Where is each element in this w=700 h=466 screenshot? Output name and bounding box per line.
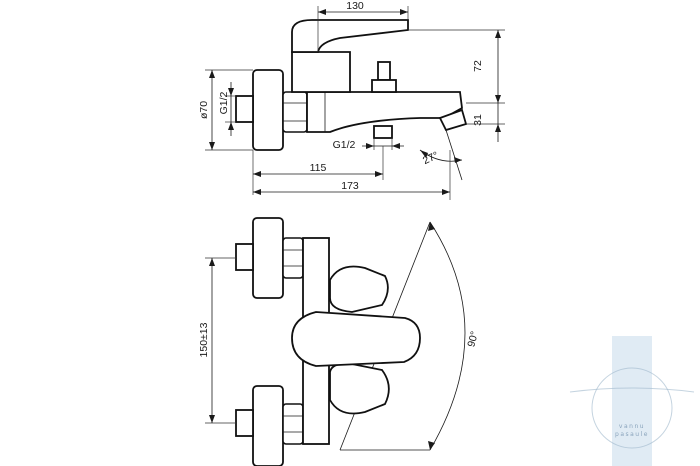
lever-position-up [329,265,389,313]
dim-115-label: 115 [310,162,327,174]
watermark-text-2: pasaule [615,431,649,438]
upper-flange [252,217,284,299]
dim-31: 31 [466,103,505,142]
watermark-ring [591,367,673,449]
upper-hex [282,237,304,279]
lever-front [291,311,421,367]
lever-position-down [329,362,390,415]
lever [291,19,409,53]
watermark-bar [612,336,652,466]
lower-hex [282,403,304,445]
front-view [235,217,466,466]
dim-inlet-thread-label: G1/2 [218,91,230,114]
wall-flange [252,69,284,151]
dim-31-label: 31 [472,114,484,126]
cartridge-body [291,51,351,93]
lower-flange [252,385,284,466]
dim-diameter: ø70 [198,69,253,151]
lower-inlet [235,409,254,437]
dim-spout-angle: 27° [420,129,463,181]
watermark-text-1: vannu [619,423,645,430]
dim-outlet-thread: G1/2 [333,138,404,151]
dim-173: 173 [253,150,451,200]
dim-72: 72 [408,29,505,104]
inlet-pipe [235,95,254,123]
dim-center-distance: 150±13 [198,257,236,424]
upper-inlet [235,243,254,271]
dim-rotation-angle-label: 90° [465,330,481,348]
dim-72-label: 72 [472,60,484,72]
dim-center-distance-label: 150±13 [198,322,210,357]
watermark-logo: vannu pasaule [569,336,695,466]
dim-130: 130 [317,0,409,52]
side-view [235,19,468,162]
hex-nut [282,91,308,133]
diverter-base [371,79,397,93]
dim-inlet-thread: G1/2 [218,82,236,136]
dim-173-label: 173 [341,180,359,192]
dim-115: 115 [252,146,384,195]
dim-130-label: 130 [346,0,364,12]
diverter-knob [377,61,391,81]
shower-outlet [373,125,393,139]
dim-rotation-angle: 90° [428,222,481,450]
dim-outlet-thread-label: G1/2 [333,139,356,151]
dim-diameter-label: ø70 [198,101,210,119]
